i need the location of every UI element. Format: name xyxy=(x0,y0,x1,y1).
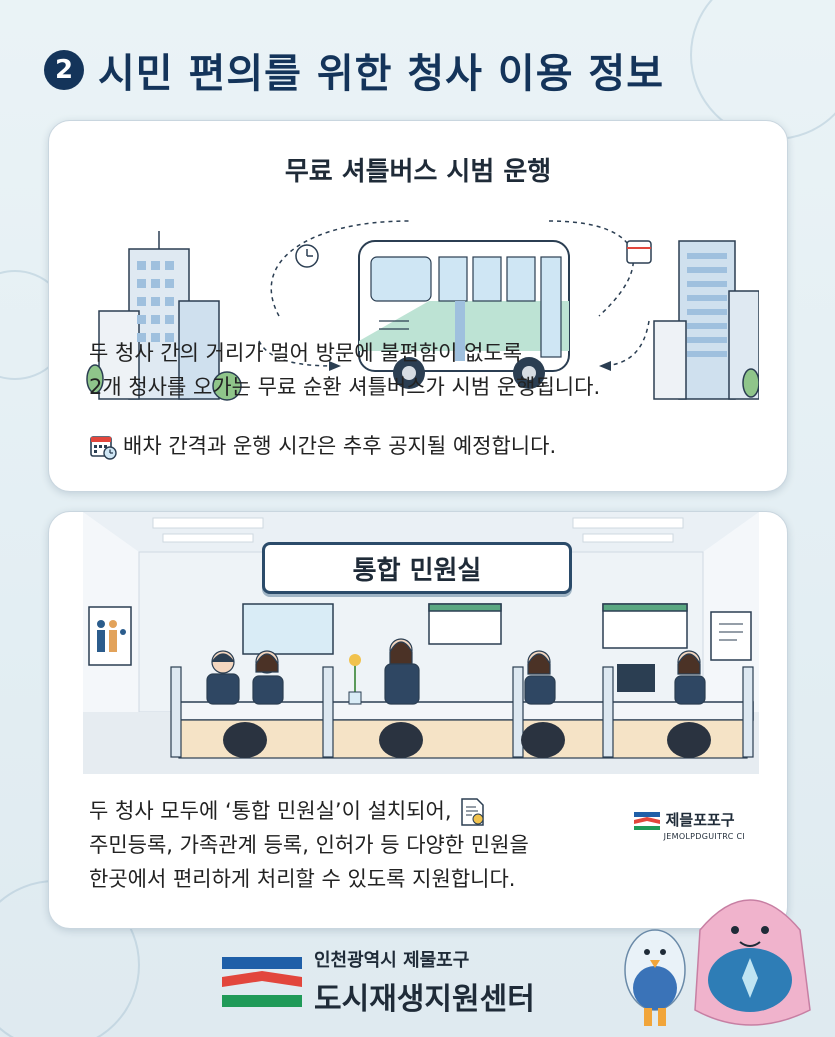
compass-decoration-top-right xyxy=(690,0,835,140)
certificate-picture xyxy=(710,611,752,661)
district-emblem-icon xyxy=(633,812,660,830)
civil-office-card: 통합 민원실 두 청사 모두에 ‘통합 민원실’이 설치되어, 주민등록, 가족… xyxy=(48,511,788,929)
shuttle-card-title: 무료 셔틀버스 시범 운행 xyxy=(284,157,552,187)
footer-org-line-2: 도시재생지원센터 xyxy=(314,982,535,1017)
integrated-office-sign: 통합 민원실 xyxy=(262,542,572,594)
calendar-clock-icon xyxy=(90,436,117,460)
civil-office-illustration xyxy=(83,512,759,774)
office-line-2: 주민등록, 가족관계 등록, 인허가 등 다양한 민원을 xyxy=(89,833,529,857)
family-picture xyxy=(88,606,132,666)
document-stamp-icon xyxy=(460,798,484,826)
bus-icon xyxy=(358,240,570,389)
shuttle-note-text: 배차 간격과 운행 시간은 추후 공지될 예정합니다. xyxy=(123,434,557,458)
shuttle-card: 무료 셔틀버스 시범 운행 xyxy=(48,120,788,492)
shuttle-note: 배차 간격과 운행 시간은 추후 공지될 예정합니다. xyxy=(89,429,556,463)
shuttle-line-2: 2개 청사를 오가는 무료 순환 셔틀버스가 시범 운행됩니다. xyxy=(89,375,601,399)
left-buildings xyxy=(86,231,242,401)
staff-figures xyxy=(206,638,706,705)
flower-vase xyxy=(348,654,362,705)
seagull-mascot xyxy=(624,929,686,1026)
shuttle-bus-illustration xyxy=(86,220,759,401)
office-description: 두 청사 모두에 ‘통합 민원실’이 설치되어, 주민등록, 가족관계 등록, … xyxy=(89,794,529,896)
section-number-badge: 2 xyxy=(44,50,84,90)
pink-mascot xyxy=(694,899,811,1026)
footer-organization: 인천광역시 제물포구 도시재생지원센터 xyxy=(222,946,535,1018)
district-logo-name: 제믈포포구 xyxy=(665,810,735,829)
right-buildings xyxy=(653,240,759,400)
office-line-1-text: 두 청사 모두에 ‘통합 민원실’이 설치되어, xyxy=(89,799,452,823)
shuttle-description: 두 청사 간의 거리가 멀어 방문에 불편함이 없도록 2개 청사를 오가는 무… xyxy=(89,336,600,404)
section-title: 시민 편의를 위한 청사 이용 정보 xyxy=(98,51,665,97)
mascot-characters xyxy=(624,899,811,1026)
office-line-1: 두 청사 모두에 ‘통합 민원실’이 설치되어, xyxy=(89,794,529,828)
office-line-3: 한곳에서 편리하게 처리할 수 있도록 지원합니다. xyxy=(89,867,516,891)
center-logo-icon xyxy=(222,957,302,1007)
shuttle-line-1: 두 청사 간의 거리가 멀어 방문에 불편함이 없도록 xyxy=(89,341,523,365)
calendar-icon xyxy=(626,240,652,264)
district-logo-small: 제믈포포구 JEMOLPDGUITRC CI xyxy=(633,808,745,841)
footer-org-line-1: 인천광역시 제물포구 xyxy=(314,950,470,971)
district-logo-sub: JEMOLPDGUITRC CI xyxy=(663,832,745,841)
clock-icon xyxy=(295,244,319,268)
section-header: 2 시민 편의를 위한 청사 이용 정보 xyxy=(44,40,664,100)
